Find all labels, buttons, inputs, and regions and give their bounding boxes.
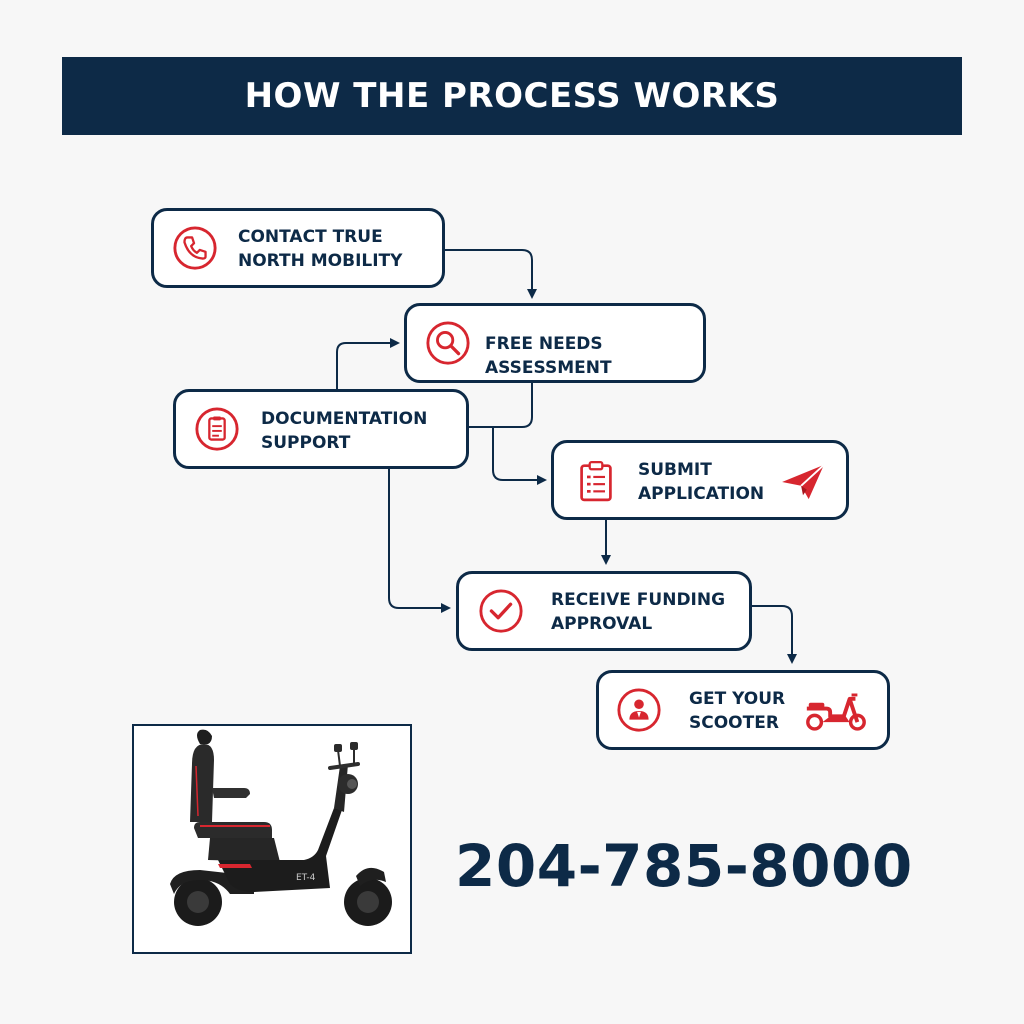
- step-label: SUBMIT APPLICATION: [638, 460, 765, 504]
- step-label: FREE NEEDS ASSESSMENT: [485, 334, 612, 378]
- step-approval: RECEIVE FUNDING APPROVAL: [456, 571, 752, 651]
- checkmark-icon: [479, 589, 523, 633]
- phone-icon: [173, 226, 217, 270]
- magnifier-icon: [426, 321, 470, 365]
- step-label: CONTACT TRUE NORTH MOBILITY: [238, 227, 403, 271]
- header-banner: HOW THE PROCESS WORKS: [62, 57, 962, 135]
- step-submit: SUBMIT APPLICATION: [551, 440, 849, 520]
- page-title: HOW THE PROCESS WORKS: [244, 76, 780, 116]
- connector-documentation-to-approval: [388, 467, 451, 613]
- step-label: GET YOUR SCOOTER: [689, 689, 786, 733]
- person-icon: [617, 688, 661, 732]
- clipboard-icon: [580, 460, 612, 502]
- paper-plane-icon: [782, 464, 825, 500]
- connector-contact-to-assessment: [445, 249, 537, 299]
- model-badge: ET-4: [296, 873, 316, 883]
- connector-documentation-to-submit: [492, 427, 547, 485]
- phone-number[interactable]: 204-785-8000: [455, 832, 913, 900]
- step-documentation: DOCUMENTATION SUPPORT: [173, 389, 469, 469]
- step-label: RECEIVE FUNDING APPROVAL: [551, 590, 726, 634]
- connector-documentation-to-assessment: [336, 338, 400, 389]
- connector-approval-to-scooter: [751, 605, 797, 664]
- document-icon: [195, 407, 239, 451]
- step-label: DOCUMENTATION SUPPORT: [261, 409, 428, 453]
- step-get-scooter: GET YOUR SCOOTER: [596, 670, 890, 750]
- step-contact: CONTACT TRUE NORTH MOBILITY: [151, 208, 445, 288]
- mobility-scooter-photo: ET-4: [170, 729, 392, 926]
- scooter-icon: [806, 693, 866, 731]
- step-assessment: FREE NEEDS ASSESSMENT: [404, 303, 706, 383]
- product-photo: ET-4: [132, 724, 412, 954]
- connector-assessment-to-documentation: [468, 381, 533, 428]
